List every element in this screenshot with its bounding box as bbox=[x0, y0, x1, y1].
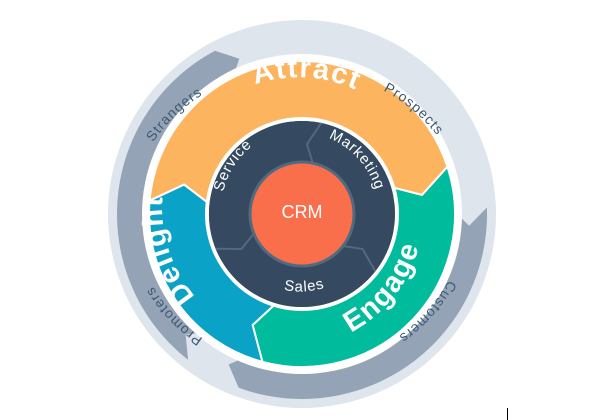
team-label-sales: Sales bbox=[283, 275, 326, 295]
crm-label: CRM bbox=[282, 202, 323, 222]
team-divider-1 bbox=[305, 122, 323, 164]
outer-flow-arrow-1 bbox=[116, 50, 240, 360]
team-divider-2 bbox=[342, 245, 377, 272]
outer-flow-arrow-2 bbox=[228, 207, 488, 399]
text-cursor bbox=[507, 408, 508, 420]
crm-core bbox=[248, 160, 356, 268]
phase-ring bbox=[148, 60, 456, 369]
team-divider-3 bbox=[215, 232, 255, 251]
crm-core-circle bbox=[248, 160, 356, 268]
